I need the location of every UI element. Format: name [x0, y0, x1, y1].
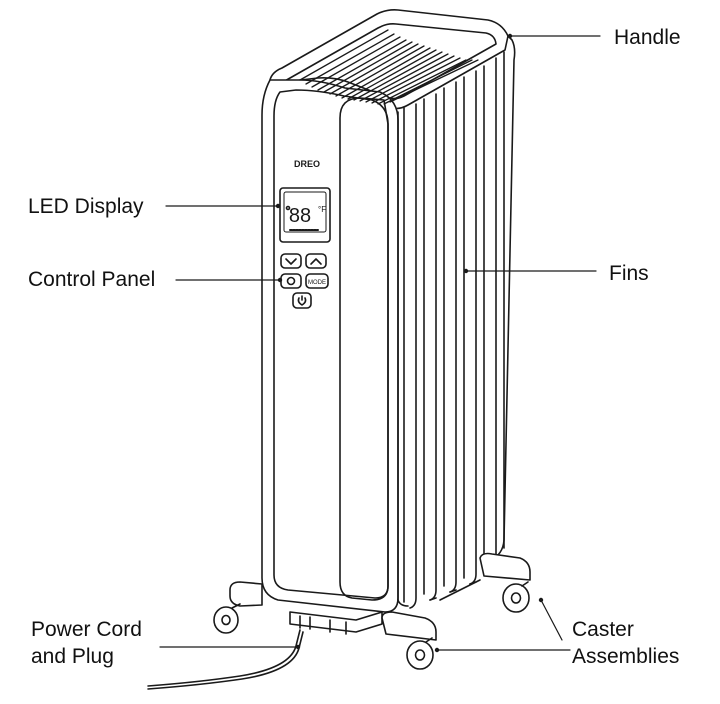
brand-logo: DREO: [294, 159, 320, 169]
mode-button-label: MODE: [308, 280, 326, 286]
power-button[interactable]: [292, 292, 312, 309]
label-led-display: LED Display: [28, 195, 144, 218]
label-handle: Handle: [614, 26, 681, 49]
label-fins: Fins: [609, 262, 649, 285]
casters: [213, 581, 530, 670]
timer-icon: [286, 276, 296, 286]
mode-button[interactable]: [305, 273, 329, 289]
up-button[interactable]: [305, 253, 327, 269]
caster-left: [213, 603, 241, 634]
leader-caster-back: [540, 599, 563, 641]
label-caster-line1: Caster: [572, 618, 634, 641]
label-power-cord: Power Cord and Plug: [31, 616, 142, 670]
chevron-down-icon: [285, 258, 297, 265]
led-display: 88 °F: [279, 187, 331, 243]
display-unit: °F: [318, 205, 326, 214]
fins: [397, 51, 505, 609]
base-legs: [229, 552, 531, 641]
caster-back: [502, 581, 530, 613]
display-indicator-icon: [285, 205, 291, 211]
label-power-cord-line2: and Plug: [31, 645, 114, 668]
label-caster-line2: Assemblies: [572, 645, 680, 668]
label-caster-assemblies: Caster Assemblies: [572, 616, 679, 670]
top-grille: [299, 29, 479, 105]
label-control-panel: Control Panel: [28, 268, 156, 291]
down-button[interactable]: [280, 253, 302, 269]
caster-front: [406, 637, 434, 670]
leader-lines: [159, 33, 601, 653]
label-power-cord-line1: Power Cord: [31, 618, 142, 641]
power-cord: [147, 629, 304, 690]
display-digits: 88: [289, 205, 311, 227]
power-icon: [297, 297, 307, 306]
chevron-up-icon: [310, 258, 322, 265]
